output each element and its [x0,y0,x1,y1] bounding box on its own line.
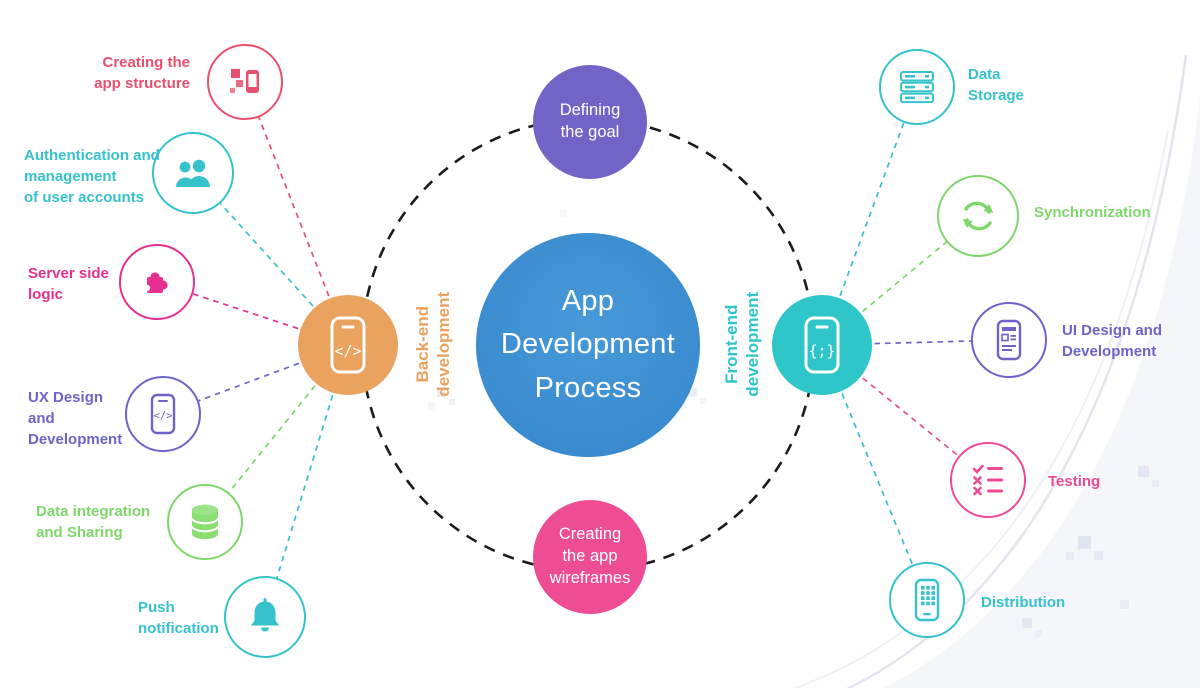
svg-text:</>: </> [334,342,361,360]
hub-frontend: {;} [772,295,872,395]
label-ui-design: UI Design and Development [1062,322,1163,360]
svg-text:{;}: {;} [808,342,835,360]
label-ux-design: UX Design and Development [28,389,123,448]
checklist-icon [972,464,1003,496]
node-ux-design: </> [125,376,201,452]
phase-top-label: Defining the goal [559,101,621,141]
node-synchronization [937,175,1019,257]
phase-bottom-label: Creating the app wireframes [549,525,631,587]
phase-node-wireframes: Creating the app wireframes [533,500,647,614]
label-data-storage: Data Storage [968,66,1024,104]
label-data-integration: Data integration and Sharing [36,503,151,541]
phone-braces-icon: {;} [804,316,840,374]
node-data-storage [879,49,955,125]
swoosh-fill [883,96,1200,688]
server-icon [900,71,934,104]
bell-icon [251,598,279,632]
app-blocks-icon [230,69,259,93]
node-app-structure [207,44,283,120]
node-ui-design [971,302,1047,378]
phone-ui-icon [996,319,1022,361]
swoosh-curve-inner [792,129,1169,688]
sync-arrows-icon [962,201,994,231]
node-data-integration [167,484,243,560]
hub-frontend-label: Front-end development [721,291,762,397]
hub-backend: </> [298,295,398,395]
label-server-logic: Server side logic [28,265,109,303]
label-app-structure: Creating the app structure [94,54,190,92]
node-distribution [889,562,965,638]
label-synchronization: Synchronization [1034,204,1151,221]
database-icon [191,504,219,540]
label-push-notification: Push notification [138,599,219,637]
users-icon [176,159,210,187]
phone-code-icon: </> [330,316,366,374]
phase-node-defining-goal: Defining the goal [533,65,647,179]
phone-dev-icon: </> [150,393,176,435]
node-testing [950,442,1026,518]
label-authentication: Authentication and management of user ac… [24,147,160,206]
center-node-label: App Development Process [500,284,676,404]
hub-backend-label: Back-end development [412,291,453,397]
swoosh-curve-outer [846,54,1188,688]
node-push-notification [224,576,306,658]
svg-text:</>: </> [154,410,173,422]
phone-apps-icon [914,578,940,622]
label-distribution: Distribution [981,594,1066,611]
node-server-logic [119,244,195,320]
puzzle-icon [143,272,168,293]
label-testing: Testing [1048,473,1101,490]
center-node: App Development Process [476,233,700,457]
node-authentication [152,132,234,214]
